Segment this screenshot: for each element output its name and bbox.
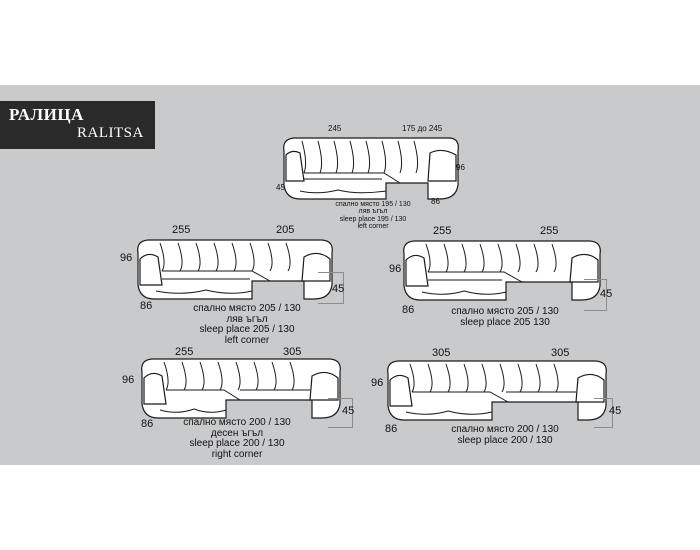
dim-top-right-1: 175 до 245 [402, 124, 443, 133]
seat-dimension-box-5 [594, 398, 613, 428]
dim-top-right-4: 305 [283, 346, 302, 358]
dim-top-left-3: 255 [433, 225, 452, 237]
caption-line: ляв ъгъл [358, 208, 388, 216]
caption-line: десен ъгъл [210, 427, 264, 439]
caption-3: спално място 205 / 130 sleep place 205 1… [430, 306, 580, 328]
caption-1: спално място 195 / 130 ляв ъгъл sleep pl… [318, 201, 428, 230]
dim-height-5: 96 [371, 377, 384, 389]
dim-height-3: 96 [389, 263, 402, 275]
brand-name-bg: РАЛИЦА [9, 105, 84, 124]
dim-seat-1: 45 [276, 183, 285, 192]
dim-depth-3: 86 [402, 304, 415, 316]
caption-line: sleep place 200 / 130 [457, 434, 553, 446]
sofa-drawing-1 [283, 137, 459, 200]
seat-dimension-box-4 [328, 398, 353, 428]
dim-height-4: 96 [122, 374, 135, 386]
caption-line: ляв ъгъл [226, 313, 268, 325]
caption-line: left corner [224, 334, 270, 346]
caption-line: sleep place 205 / 130 [199, 324, 295, 335]
dim-seat-2: 45 [332, 283, 345, 295]
dim-height-1: 96 [456, 163, 465, 172]
brand-name-lat: RALITSA [77, 125, 144, 141]
brand-label: РАЛИЦА RALITSA [0, 101, 155, 149]
dim-seat-3: 45 [600, 288, 613, 300]
sofa-drawing-5 [387, 360, 607, 421]
dim-top-left-4: 255 [175, 346, 194, 358]
seat-dimension-box-3 [584, 279, 607, 311]
dim-seat-4: 45 [342, 405, 355, 417]
dim-top-right-2: 205 [276, 224, 295, 236]
caption-2: спално място 205 / 130 ляв ъгъл sleep pl… [172, 303, 322, 346]
sofa-drawing-2 [137, 239, 333, 300]
sofa-drawing-3 [403, 240, 601, 301]
caption-line: спално място 205 / 130 [193, 303, 301, 314]
caption-line: right corner [211, 448, 263, 460]
caption-5: спално място 200 / 130 sleep place 200 /… [430, 424, 580, 446]
dim-depth-1: 86 [431, 197, 440, 206]
caption-line: sleep place 195 / 130 [339, 215, 407, 223]
caption-line: спално място 205 / 130 [451, 306, 559, 317]
seat-dimension-box-2 [318, 272, 344, 304]
sofa-drawing-4 [141, 358, 341, 419]
dim-depth-5: 86 [385, 423, 398, 435]
dim-top-right-3: 255 [540, 225, 559, 237]
dim-depth-2: 86 [140, 300, 153, 312]
caption-line: sleep place 205 130 [460, 316, 550, 328]
caption-4: спално място 200 / 130 десен ъгъл sleep … [162, 417, 312, 460]
dim-height-2: 96 [120, 252, 133, 264]
dim-top-left-1: 245 [328, 124, 342, 133]
caption-line: спално място 195 / 130 [335, 201, 411, 208]
dim-seat-5: 45 [609, 405, 622, 417]
dim-top-left-2: 255 [172, 224, 191, 236]
dim-top-left-5: 305 [432, 347, 451, 359]
caption-line: спално място 200 / 130 [451, 424, 559, 435]
caption-line: sleep place 200 / 130 [189, 438, 285, 449]
caption-line: спално място 200 / 130 [183, 417, 291, 428]
caption-line: left corner [357, 223, 389, 231]
dim-depth-4: 86 [141, 418, 154, 430]
dim-top-right-5: 305 [551, 347, 570, 359]
